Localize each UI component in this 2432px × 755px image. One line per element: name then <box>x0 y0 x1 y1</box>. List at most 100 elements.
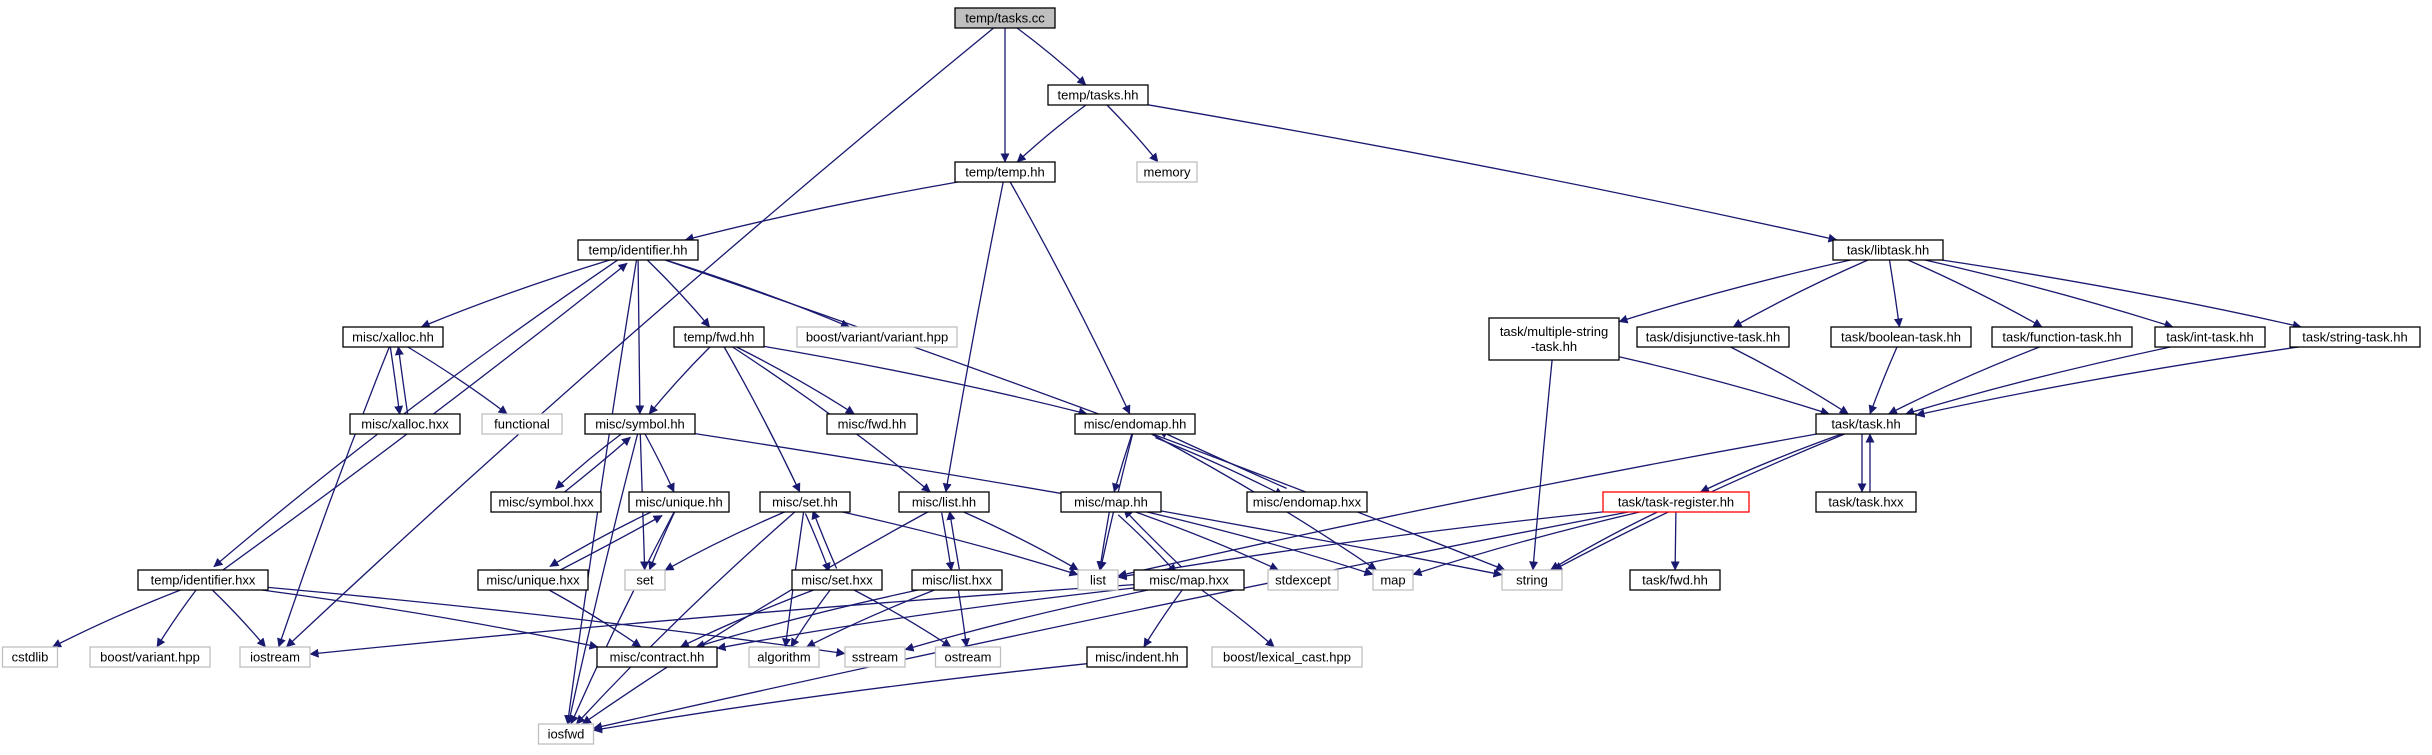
node-func-task[interactable]: task/function-task.hh <box>1991 326 2133 348</box>
node-box <box>1830 326 1972 348</box>
edge-list_hh-to-list_hxx <box>941 512 955 572</box>
node-label: misc/list.hh <box>912 495 976 510</box>
node-disj[interactable]: task/disjunctive-task.hh <box>1636 326 1790 348</box>
edge-temp_hh-to-list_hh <box>942 181 1004 493</box>
edge-task_reg-to-string_std <box>1550 511 1658 571</box>
node-boost-variant: boost/variant.hpp <box>89 646 211 668</box>
node-map-std: map <box>1372 569 1414 591</box>
node-box <box>759 491 851 513</box>
node-label: functional <box>494 417 550 432</box>
node-label: algorithm <box>757 650 810 665</box>
node-box <box>349 413 461 435</box>
node-box <box>791 569 883 591</box>
node-box <box>1246 491 1368 513</box>
node-unique-hh[interactable]: misc/unique.hh <box>628 491 730 513</box>
node-set-hh[interactable]: misc/set.hh <box>759 491 851 513</box>
node-box <box>1047 84 1149 106</box>
node-endomap-hh[interactable]: misc/endomap.hh <box>1074 413 1196 435</box>
node-set-hxx[interactable]: misc/set.hxx <box>791 569 883 591</box>
node-unique-hxx[interactable]: misc/unique.hxx <box>477 569 589 591</box>
edge-map_hh-to-map_hxx <box>1117 514 1177 574</box>
node-box <box>1 646 59 668</box>
node-endomap-hxx[interactable]: misc/endomap.hxx <box>1246 491 1368 513</box>
node-label: misc/set.hxx <box>801 573 873 588</box>
node-int-task[interactable]: task/int-task.hh <box>2154 326 2266 348</box>
node-label: task/int-task.hh <box>2166 330 2253 345</box>
node-map-hxx[interactable]: misc/map.hxx <box>1133 569 1245 591</box>
node-list-hxx[interactable]: misc/list.hxx <box>911 569 1003 591</box>
node-misc-fwd[interactable]: misc/fwd.hh <box>826 413 918 435</box>
edge-map_hxx-to-indent_hh <box>1143 589 1183 648</box>
node-symbol-hxx[interactable]: misc/symbol.hxx <box>490 491 602 513</box>
node-task-fwd[interactable]: task/fwd.hh <box>1629 569 1721 591</box>
node-list-hh[interactable]: misc/list.hh <box>898 491 990 513</box>
node-box <box>1086 646 1188 668</box>
edge-list_hxx-to-algorithm <box>806 589 935 648</box>
node-label: task/fwd.hh <box>1642 573 1708 588</box>
edge-unique_hh-to-unique_hxx <box>549 507 659 568</box>
node-label: sstream <box>852 650 898 665</box>
node-label: cstdlib <box>12 650 49 665</box>
edge-disj-to-task_hh <box>1730 346 1849 415</box>
node-box <box>577 239 699 261</box>
edge-libtask-to-bool_task <box>1888 259 1903 328</box>
node-xalloc-hxx[interactable]: misc/xalloc.hxx <box>349 413 461 435</box>
edge-ident_hxx-to-cstdlib <box>52 589 181 648</box>
node-temp-hh[interactable]: temp/temp.hh <box>954 161 1056 183</box>
node-label: temp/tasks.hh <box>1058 88 1139 103</box>
node-label: misc/unique.hh <box>635 495 722 510</box>
edge-symbol_hh-to-unique_hh <box>644 433 675 493</box>
node-xalloc-hh[interactable]: misc/xalloc.hh <box>342 326 444 348</box>
edge-libtask-to-disj <box>1732 259 1869 328</box>
node-contract[interactable]: misc/contract.hh <box>596 646 718 668</box>
node-box <box>898 491 990 513</box>
node-multi-str[interactable]: task/multiple-string-task.hh <box>1488 317 1620 361</box>
edge-ident_hh-to-ident_hxx <box>213 256 623 568</box>
node-indent-hh[interactable]: misc/indent.hh <box>1086 646 1188 668</box>
node-fwd-temp[interactable]: temp/fwd.hh <box>673 326 765 348</box>
edge-bool_task-to-task_hh <box>1868 346 1898 415</box>
node-box <box>954 7 1056 29</box>
node-lexical-cast: boost/lexical_cast.hpp <box>1211 646 1363 668</box>
node-box <box>796 326 958 348</box>
edge-symbol_hxx-to-symbol_hh <box>560 436 631 496</box>
node-label: task/function-task.hh <box>2002 330 2121 345</box>
node-label: misc/map.hh <box>1074 495 1148 510</box>
node-box <box>844 646 906 668</box>
node-label: misc/fwd.hh <box>838 417 907 432</box>
node-str-task[interactable]: task/string-task.hh <box>2289 326 2421 348</box>
edge-map_hh-to-map_std <box>1147 511 1374 577</box>
node-task-hh[interactable]: task/task.hh <box>1815 413 1917 435</box>
node-box <box>596 646 718 668</box>
node-label: misc/set.hh <box>772 495 838 510</box>
node-box <box>1629 569 1721 591</box>
node-box <box>1488 317 1620 361</box>
edge-endomap_hh-to-map_hh <box>1112 433 1133 493</box>
node-ident-hxx[interactable]: temp/identifier.hxx <box>137 569 269 591</box>
node-box <box>911 569 1003 591</box>
node-tasks-cc[interactable]: temp/tasks.cc <box>954 7 1056 29</box>
node-label: misc/endomap.hh <box>1084 417 1187 432</box>
node-label: boost/lexical_cast.hpp <box>1223 650 1351 665</box>
node-box <box>2154 326 2266 348</box>
node-label: misc/symbol.hxx <box>498 495 594 510</box>
node-task-hxx[interactable]: task/task.hxx <box>1815 491 1917 513</box>
edge-ident_hxx-to-sstream <box>267 586 846 657</box>
node-symbol-hh[interactable]: misc/symbol.hh <box>584 413 696 435</box>
node-label: -task.hh <box>1531 339 1577 354</box>
node-bool-task[interactable]: task/boolean-task.hh <box>1830 326 1972 348</box>
node-list-std: list <box>1077 569 1119 591</box>
edge-tasks_hh-to-temp_hh <box>1016 104 1087 163</box>
node-task-reg[interactable]: task/task-register.hh <box>1602 491 1750 513</box>
node-label: misc/map.hxx <box>1149 573 1229 588</box>
edge-fwd_temp-to-symbol_hh <box>648 346 711 415</box>
node-libtask[interactable]: task/libtask.hh <box>1832 239 1944 261</box>
edge-set_hh-to-iosfwd <box>575 511 796 725</box>
edge-set_hh-to-list_std <box>842 511 1079 577</box>
node-ident-hh[interactable]: temp/identifier.hh <box>577 239 699 261</box>
edge-unique_hh-to-set_std <box>648 511 676 571</box>
edge-temp_hh-to-endomap_hh <box>1009 181 1131 415</box>
node-map-hh[interactable]: misc/map.hh <box>1060 491 1162 513</box>
node-tasks-hh[interactable]: temp/tasks.hh <box>1047 84 1149 106</box>
